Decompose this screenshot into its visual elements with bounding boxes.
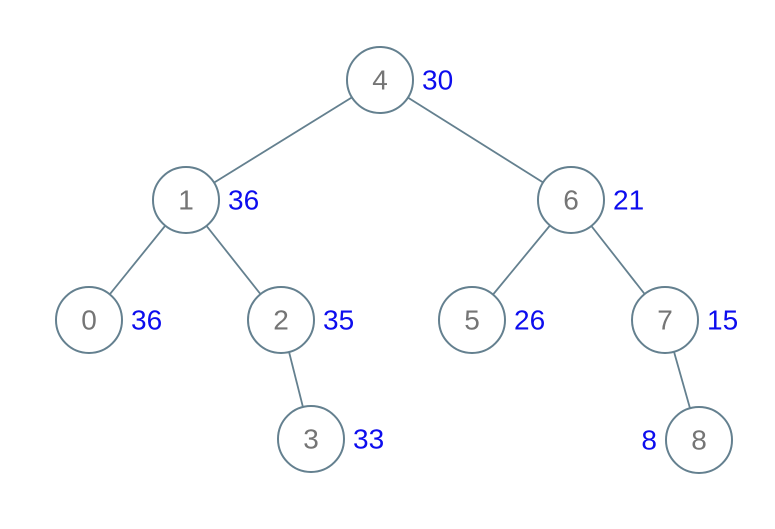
node-circle-5 <box>438 286 506 354</box>
node-label-6: 21 <box>613 185 644 216</box>
node-circle-1 <box>152 166 220 234</box>
node-circle-7 <box>631 286 699 354</box>
tree-node-1: 1 36 <box>152 166 259 234</box>
tree-node-6: 6 21 <box>537 166 644 234</box>
node-label-5: 26 <box>514 305 545 336</box>
node-label-0: 36 <box>131 305 162 336</box>
node-value-8: 8 <box>691 425 707 456</box>
node-value-2: 2 <box>273 305 289 336</box>
tree-node-0: 0 36 <box>55 286 162 354</box>
tree-edge-4-1 <box>185 79 381 201</box>
node-label-8: 8 <box>641 425 657 456</box>
node-label-3: 33 <box>353 424 384 455</box>
node-label-7: 15 <box>707 305 738 336</box>
node-value-4: 4 <box>372 65 388 96</box>
node-value-7: 7 <box>657 305 673 336</box>
node-value-5: 5 <box>464 305 480 336</box>
node-circle-8 <box>665 406 733 474</box>
node-circle-6 <box>537 166 605 234</box>
node-value-3: 3 <box>303 424 319 455</box>
tree-node-2: 2 35 <box>247 286 354 354</box>
tree-node-7: 7 15 <box>631 286 738 354</box>
node-circle-4 <box>346 46 414 114</box>
node-label-2: 35 <box>323 305 354 336</box>
node-circle-0 <box>55 286 123 354</box>
node-label-1: 36 <box>228 185 259 216</box>
node-label-4: 30 <box>422 65 453 96</box>
tree-node-8: 88 <box>641 406 733 474</box>
tree-edge-4-6 <box>379 79 572 201</box>
node-value-1: 1 <box>178 185 194 216</box>
node-circle-3 <box>277 405 345 473</box>
tree-node-5: 5 26 <box>438 286 545 354</box>
tree-node-4: 4 30 <box>346 46 453 114</box>
node-value-6: 6 <box>563 185 579 216</box>
node-circle-2 <box>247 286 315 354</box>
node-value-0: 0 <box>81 305 97 336</box>
